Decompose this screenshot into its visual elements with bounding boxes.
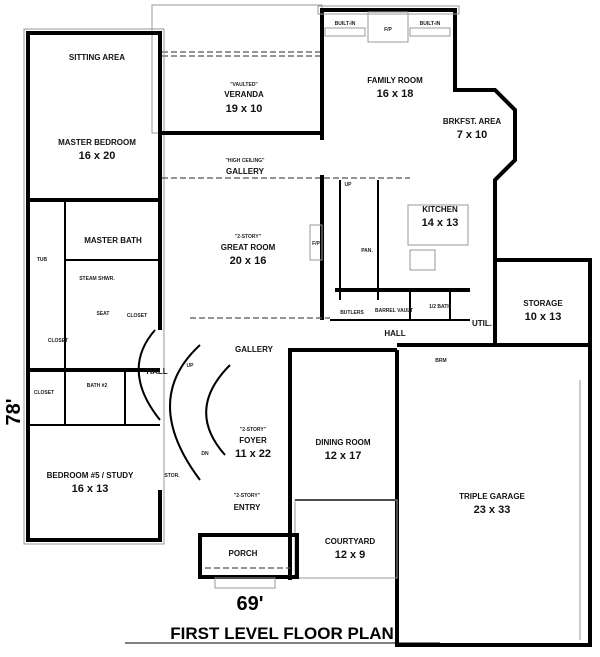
room-label: STORAGE (523, 299, 563, 308)
room-size: 11 x 22 (235, 448, 271, 460)
room-size: 12 x 17 (325, 450, 362, 462)
room-label: ENTRY (234, 503, 261, 512)
room-size: 23 x 33 (474, 504, 511, 516)
room-label: CLOSET (127, 313, 147, 319)
fireplace-label: F/P (312, 241, 320, 247)
room-label: SITTING AREA (69, 53, 125, 62)
room-label: CLOSET (48, 338, 68, 344)
room-size: 19 x 10 (226, 103, 263, 115)
room-size: 7 x 10 (457, 129, 488, 141)
room-label: GREAT ROOM (221, 243, 276, 252)
room-label: FAMILY ROOM (367, 76, 423, 85)
room-label: GALLERY (235, 345, 274, 354)
room-size: 12 x 9 (335, 549, 366, 561)
room-label: HALL (146, 367, 167, 376)
stair-label: UP (345, 182, 353, 188)
stair-label: UP (187, 363, 195, 369)
room-label: BRKFST. AREA (443, 117, 502, 126)
room-note: "HIGH CEILING" (226, 158, 266, 164)
room-label: VERANDA (224, 90, 264, 99)
room-label: STOR. (164, 473, 180, 479)
room-size: 14 x 13 (422, 217, 459, 229)
room-label: TRIPLE GARAGE (459, 492, 525, 501)
stair-label: DN (201, 451, 209, 457)
room-label: BATH #2 (87, 383, 108, 389)
walls (23, 4, 592, 647)
room-label: GALLERY (226, 167, 265, 176)
room-label: BUILT-IN (420, 21, 441, 27)
room-note: "VAULTED" (230, 82, 258, 88)
room-label: MASTER BATH (84, 236, 142, 245)
room-label: CLOSET (34, 390, 54, 396)
room-label: BEDROOM #5 / STUDY (47, 471, 134, 480)
room-label: COURTYARD (325, 537, 376, 546)
room-size: 16 x 20 (79, 150, 116, 162)
room-label: FOYER (239, 436, 267, 445)
room-size: 16 x 13 (72, 483, 109, 495)
room-note: "2-STORY" (234, 493, 261, 499)
room-label: UTIL. (472, 319, 492, 328)
room-size: 10 x 13 (525, 311, 562, 323)
room-note: "2-STORY" (235, 234, 262, 240)
room-label: BRM (435, 358, 446, 364)
room-label: SEAT (97, 311, 110, 317)
room-label: PORCH (229, 549, 258, 558)
room-label: STEAM SHWR. (79, 276, 115, 282)
room-label: HALL (384, 329, 405, 338)
room-label: PAN. (361, 248, 373, 254)
room-label: BARREL VAULT (375, 308, 413, 314)
room-label: MASTER BEDROOM (58, 138, 136, 147)
depth-dimension: 78' (3, 398, 25, 425)
room-label: BUTLERS (340, 310, 364, 316)
fireplace-label: F/P (384, 27, 392, 33)
plan-title: FIRST LEVEL FLOOR PLAN (170, 624, 394, 643)
room-size: 16 x 18 (377, 88, 414, 100)
room-label: BUILT-IN (335, 21, 356, 27)
room-label: 1/2 BATH (429, 304, 451, 310)
width-dimension: 69' (236, 593, 263, 615)
room-size: 20 x 16 (230, 255, 267, 267)
room-label: DINING ROOM (315, 438, 370, 447)
room-label: TUB (37, 257, 48, 263)
room-label: KITCHEN (422, 205, 458, 214)
room-note: "2-STORY" (240, 427, 267, 433)
